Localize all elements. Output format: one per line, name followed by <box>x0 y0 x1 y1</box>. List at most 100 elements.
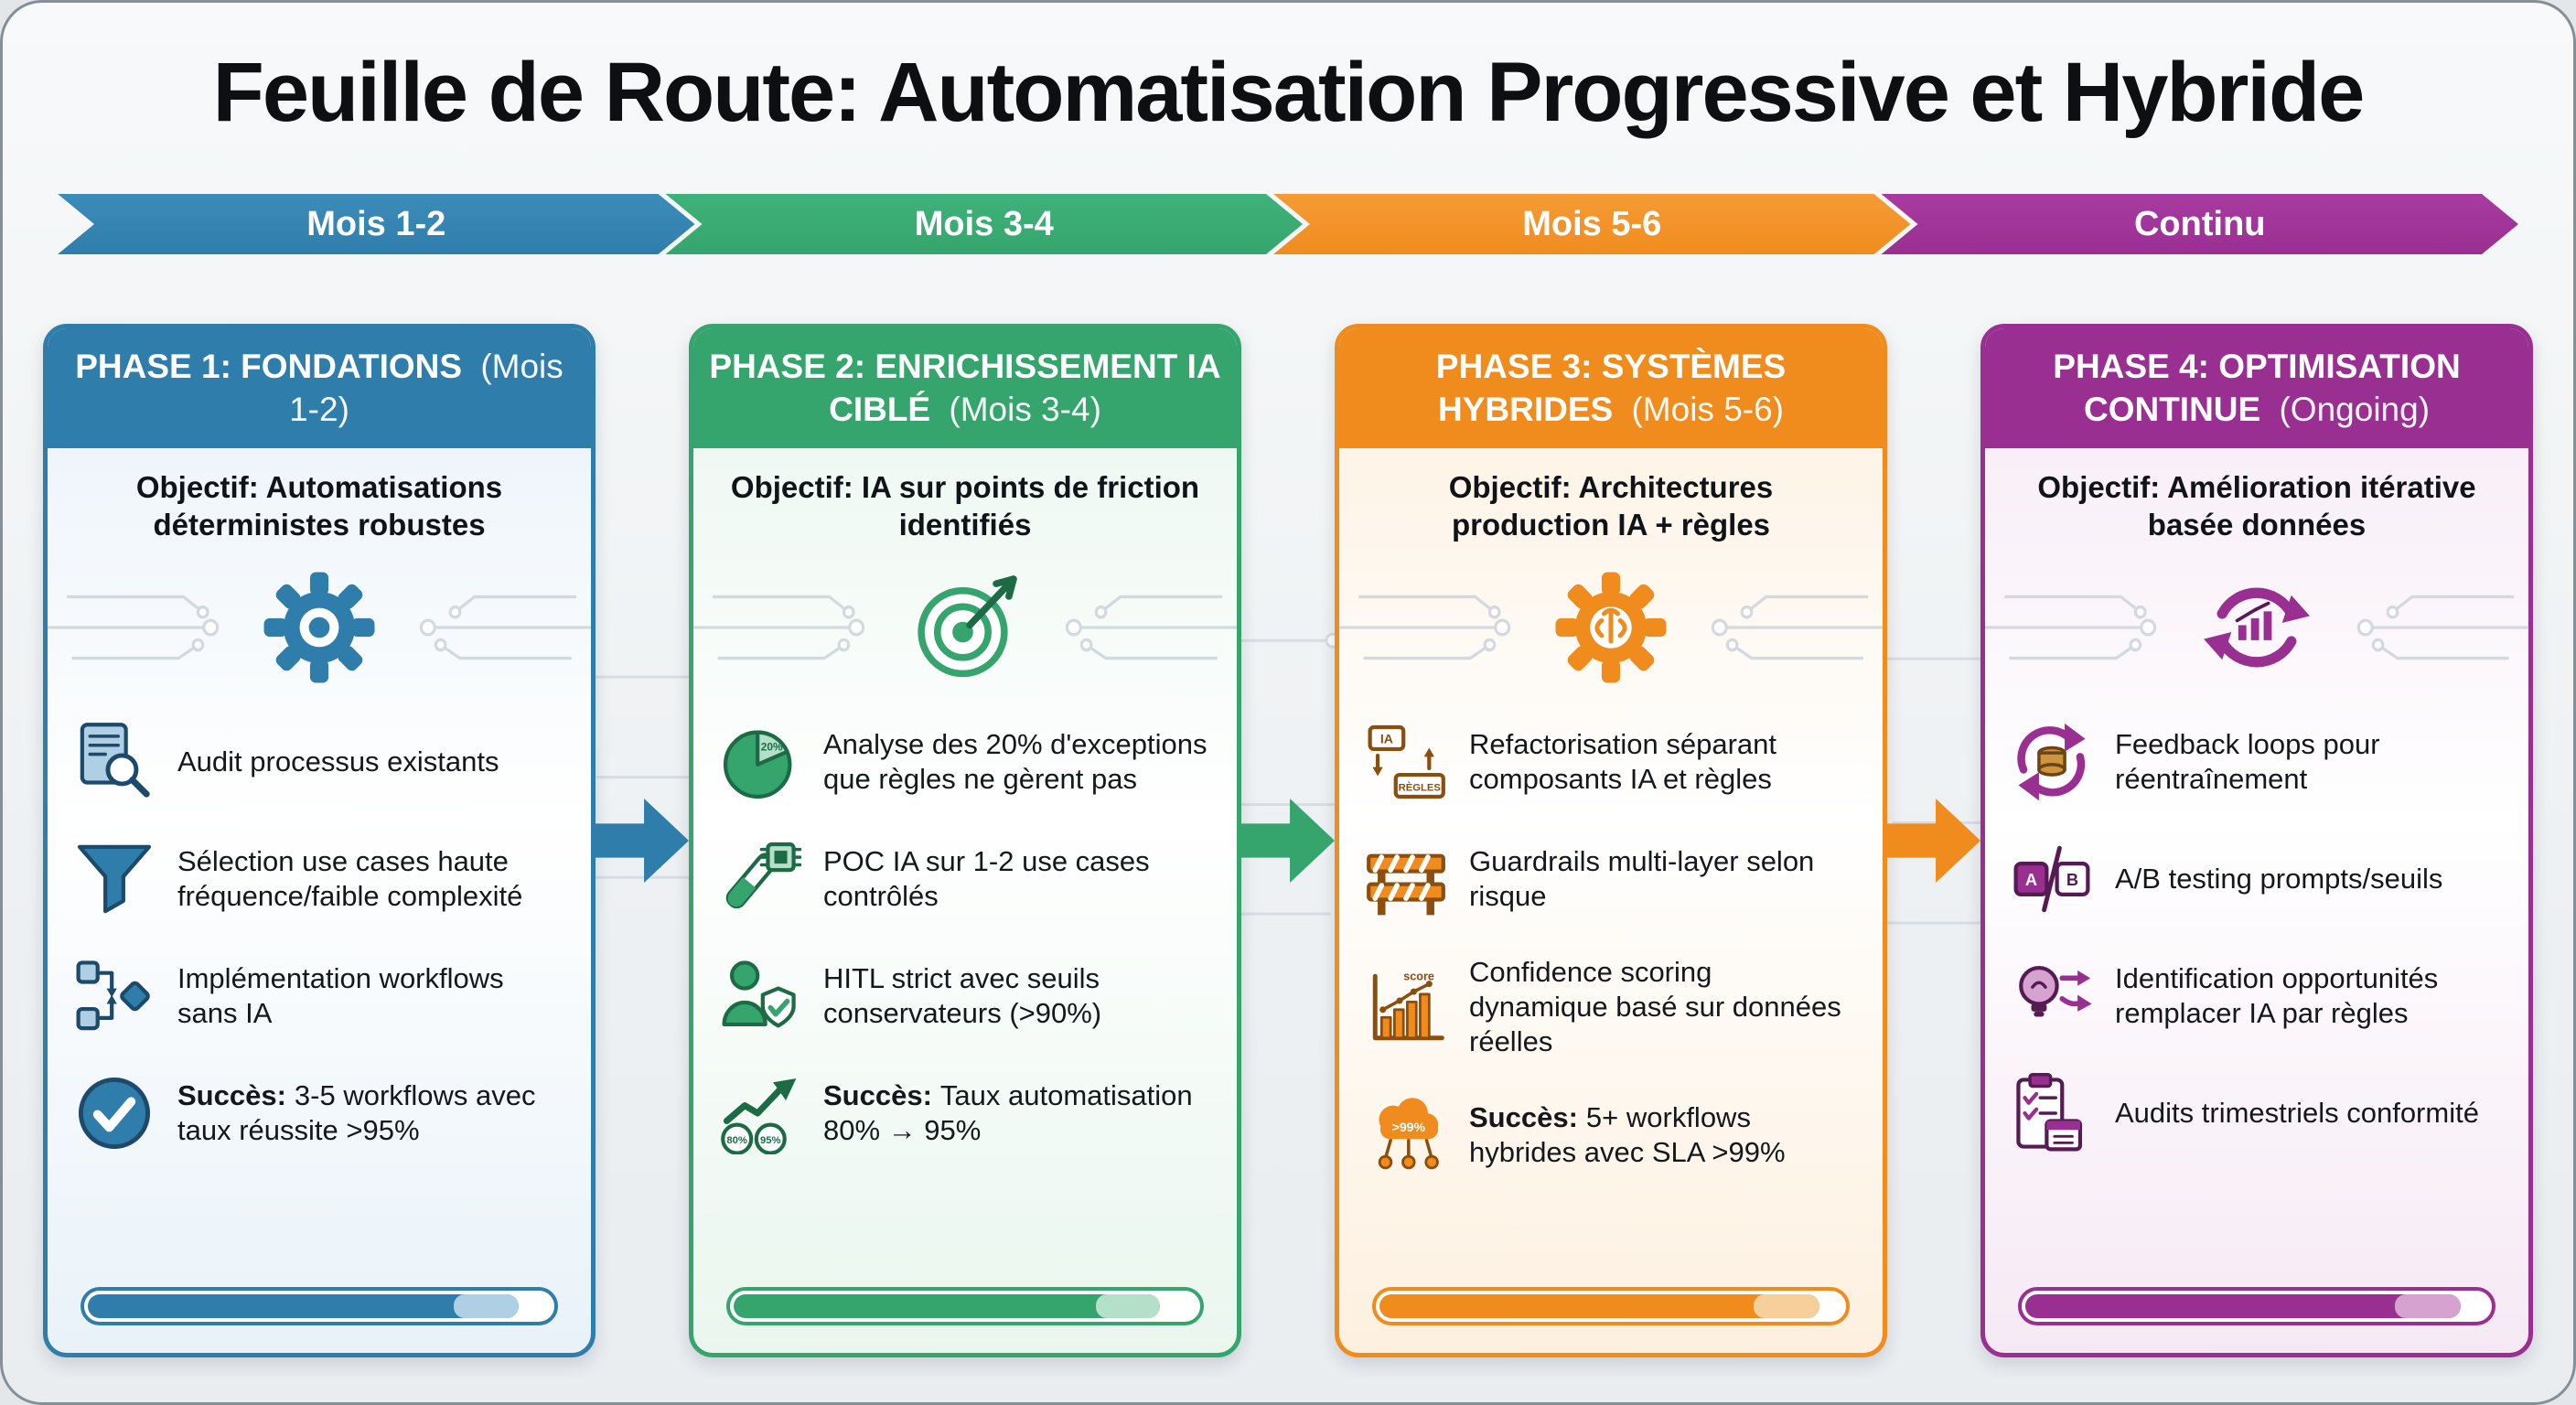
guardrail-barrier-icon <box>1363 838 1449 920</box>
phase-hero <box>1985 551 2528 704</box>
list-item: Succès:3-5 workflows avec taux réussite … <box>71 1072 564 1154</box>
item-text: Sélection use cases haute fréquence/faib… <box>177 845 523 913</box>
check-circle-icon <box>71 1072 157 1154</box>
timeline: Mois 1-2 Mois 3-4 Mois 5-6 Continu <box>58 194 2518 254</box>
list-item: Guardrails multi-layer selon risque <box>1363 838 1855 920</box>
ab-testing-icon: A B <box>2009 838 2095 920</box>
phase-objective: Objectif: IA sur points de friction iden… <box>730 469 1200 542</box>
item-text: Audits trimestriels conformité <box>2115 1097 2479 1130</box>
svg-text:A: A <box>2025 870 2037 889</box>
audit-document-icon <box>71 721 157 803</box>
progress-bar <box>2018 1287 2496 1325</box>
growth-arrow-icon: 80% 95% <box>717 1072 803 1155</box>
list-item: Feedback loops pour réentraînement <box>2009 721 2501 803</box>
page-title: Feuille de Route: Automatisation Progres… <box>212 46 2366 139</box>
sla-cloud-icon: >99% <box>1363 1094 1449 1176</box>
item-text: Feedback loops pour réentraînement <box>2115 728 2380 796</box>
phase-items: 20% Analyse des 20% d'exceptions que règ… <box>693 704 1237 1155</box>
timeline-segment-mois-5-6: Mois 5-6 <box>1273 194 1911 254</box>
phase-items: Audit processus existants Sélection use … <box>48 704 591 1154</box>
score-chart-icon: score <box>1363 966 1449 1048</box>
flow-arrow-3-icon <box>1887 798 1980 884</box>
lightbulb-arrows-icon <box>2009 955 2095 1037</box>
list-item: POC IA sur 1-2 use cases contrôlés <box>717 838 1209 920</box>
svg-text:RÈGLES: RÈGLES <box>1399 782 1442 794</box>
phase-title: PHASE 1: FONDATIONS <box>75 348 463 385</box>
timeline-segment-mois-1-2: Mois 1-2 <box>58 194 695 254</box>
progress-bar <box>1372 1287 1850 1325</box>
phase-objective: Objectif: Architectures production IA + … <box>1448 469 1774 542</box>
list-item: A B A/B testing prompts/seuils <box>2009 838 2501 920</box>
item-text: Succès:5+ workflows hybrides avec SLA >9… <box>1469 1100 1786 1168</box>
item-text: Audit processus existants <box>177 745 499 778</box>
phase-period: (Mois 3-4) <box>949 391 1101 429</box>
phase-cards-row: PHASE 1: FONDATIONS (Mois 1-2) Objectif:… <box>43 324 2533 1357</box>
pie-chart-icon: 20% <box>717 721 803 803</box>
progress-bar <box>726 1287 1204 1325</box>
phase-title: PHASE 4: OPTIMISATION CONTINUE <box>2053 348 2461 429</box>
list-item: Sélection use cases haute fréquence/faib… <box>71 838 564 920</box>
ia-rules-boxes-icon: IA RÈGLES <box>1363 721 1449 803</box>
list-item: Audits trimestriels conformité <box>2009 1072 2501 1154</box>
circuit-trace-decoration <box>693 595 1237 660</box>
timeline-segment-continu: Continu <box>1882 194 2519 254</box>
phase-hero <box>1339 551 1883 704</box>
phase-hero <box>48 551 591 704</box>
phase-title: PHASE 2: ENRICHISSEMENT IA CIBLÉ <box>709 348 1221 429</box>
item-text: Guardrails multi-layer selon risque <box>1469 845 1815 913</box>
gear-icon <box>263 572 375 683</box>
phase-items: IA RÈGLES Refactorisation séparant compo… <box>1339 704 1883 1175</box>
list-item: Implémentation workflows sans IA <box>71 955 564 1037</box>
list-item: score Confidence scoring dynamique basé … <box>1363 955 1855 1058</box>
timeline-segment-mois-3-4: Mois 3-4 <box>666 194 1304 254</box>
item-text: Confidence scoring dynamique basé sur do… <box>1469 956 1841 1057</box>
list-item: 20% Analyse des 20% d'exceptions que règ… <box>717 721 1209 803</box>
list-item: Audit processus existants <box>71 721 564 803</box>
poc-testtube-chip-icon <box>717 838 803 920</box>
phase-period: (Ongoing) <box>2279 391 2431 429</box>
phase-title: PHASE 3: SYSTÈMES HYBRIDES <box>1435 348 1787 429</box>
phase-hero <box>693 551 1237 704</box>
item-text: POC IA sur 1-2 use cases contrôlés <box>823 845 1150 913</box>
item-text: A/B testing prompts/seuils <box>2115 863 2443 896</box>
phase-4-card: PHASE 4: OPTIMISATION CONTINUE (Ongoing)… <box>1980 324 2533 1357</box>
list-item: >99% Succès:5+ workflows hybrides avec S… <box>1363 1094 1855 1176</box>
phase-1-card: PHASE 1: FONDATIONS (Mois 1-2) Objectif:… <box>43 324 596 1357</box>
brain-target-icon <box>918 575 1017 678</box>
progress-bar <box>80 1287 558 1325</box>
svg-text:>99%: >99% <box>1392 1119 1426 1133</box>
svg-text:80%: 80% <box>726 1135 747 1146</box>
item-text: Refactorisation séparant composants IA e… <box>1469 728 1777 796</box>
phase-2-card: PHASE 2: ENRICHISSEMENT IA CIBLÉ (Mois 3… <box>689 324 1241 1357</box>
circuit-trace-decoration <box>48 595 591 660</box>
phase-objective: Objectif: Amélioration itérative basée d… <box>2037 469 2476 542</box>
phase-3-header: PHASE 3: SYSTÈMES HYBRIDES (Mois 5-6) <box>1339 328 1883 448</box>
item-text: Analyse des 20% d'exceptions que règles … <box>823 728 1208 796</box>
list-item: HITL strict avec seuils conservateurs (>… <box>717 955 1209 1037</box>
item-text: Succès:3-5 workflows avec taux réussite … <box>177 1079 536 1147</box>
phase-gap <box>1241 324 1335 1357</box>
phase-items: Feedback loops pour réentraînement A B A… <box>1985 704 2528 1154</box>
svg-text:B: B <box>2066 870 2078 889</box>
flow-arrow-1-icon <box>596 798 689 884</box>
workflow-icon <box>71 955 157 1037</box>
cycle-chart-icon <box>2204 587 2310 668</box>
funnel-icon <box>71 838 157 920</box>
svg-text:20%: 20% <box>761 741 783 754</box>
svg-text:95%: 95% <box>760 1135 781 1146</box>
phase-gap <box>596 324 689 1357</box>
item-text: Succès:Taux automatisation 80% → 95% <box>823 1079 1193 1147</box>
list-item: 80% 95% Succès:Taux automatisation 80% →… <box>717 1072 1209 1155</box>
list-item: IA RÈGLES Refactorisation séparant compo… <box>1363 721 1855 803</box>
phase-3-card: PHASE 3: SYSTÈMES HYBRIDES (Mois 5-6) Ob… <box>1335 324 1887 1357</box>
feedback-loop-icon <box>2009 721 2095 803</box>
svg-text:IA: IA <box>1380 732 1393 746</box>
list-item: Identification opportunités remplacer IA… <box>2009 955 2501 1037</box>
clipboard-audit-icon <box>2009 1072 2095 1154</box>
svg-text:score: score <box>1403 970 1434 982</box>
flow-arrow-2-icon <box>1241 798 1335 884</box>
item-text: Implémentation workflows sans IA <box>177 962 504 1030</box>
circuit-trace-decoration <box>1339 595 1883 660</box>
hitl-person-shield-icon <box>717 955 803 1037</box>
